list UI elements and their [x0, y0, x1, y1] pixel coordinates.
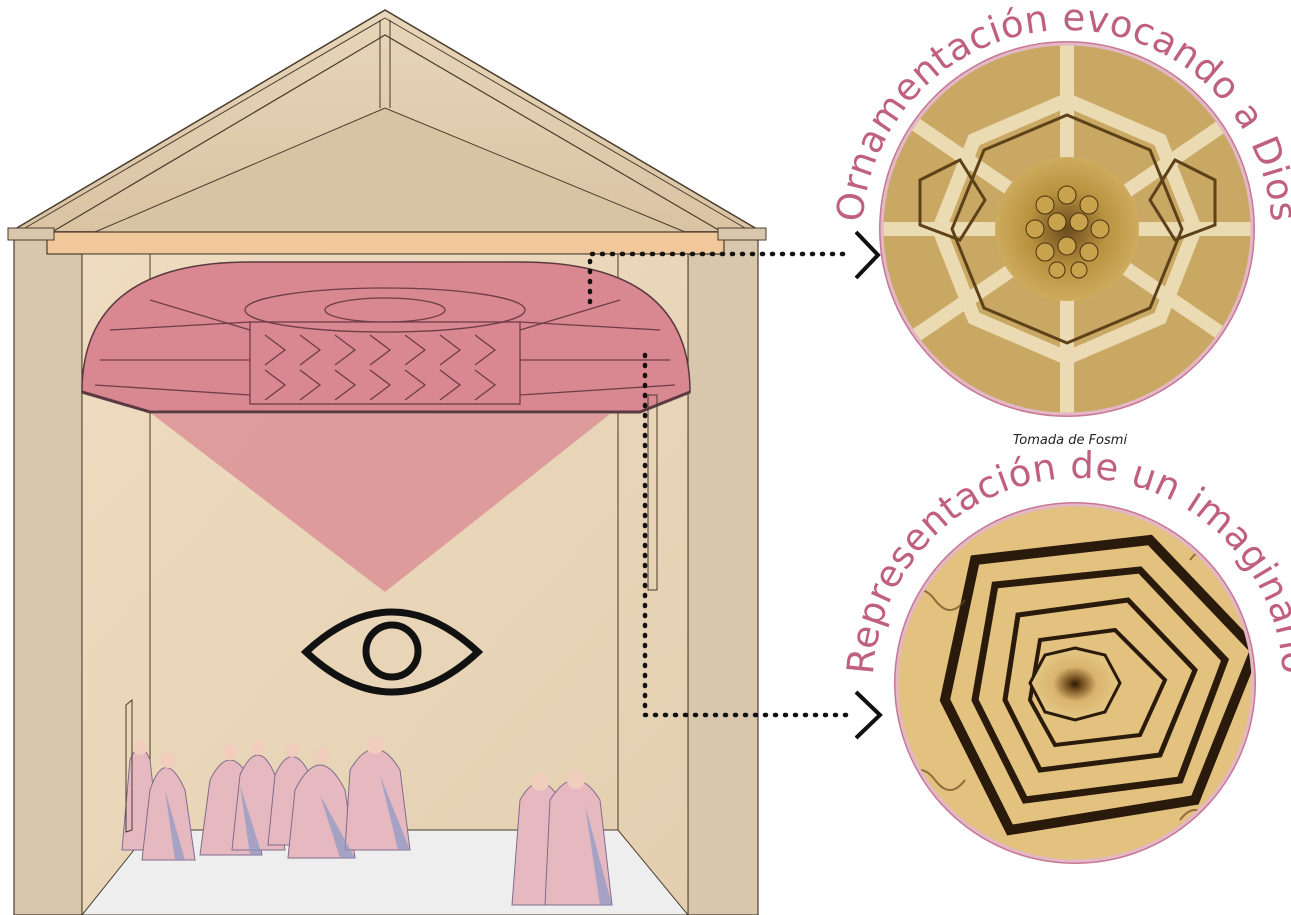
left-wall [14, 232, 82, 915]
chapel-section [8, 10, 766, 915]
photo-credit: Tomada de Fosmi [930, 433, 1210, 448]
medallion-top [879, 40, 1260, 420]
chevron-right-icon [856, 692, 880, 738]
medallion-bottom [890, 500, 1260, 870]
chevron-right-icon [856, 232, 878, 278]
tie-beam [47, 232, 724, 254]
right-wall [688, 232, 758, 915]
